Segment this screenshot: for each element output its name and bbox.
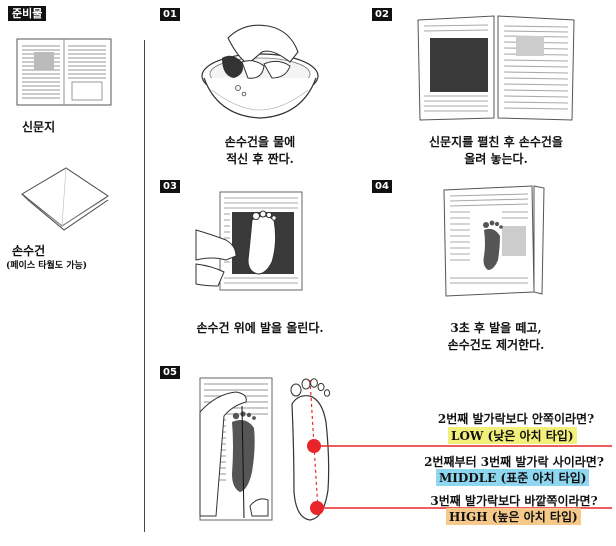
step-number-04: 04: [372, 180, 392, 193]
arch-low-question: 2번째 발가락보다 안쪽이라면?: [437, 412, 595, 426]
column-divider: [144, 40, 145, 532]
wringing-towel-illustration: [201, 24, 319, 119]
footprint-on-newspaper-illustration: [443, 185, 545, 297]
arch-low-answer: LOW (낮은 아치 타입): [448, 427, 577, 444]
newspaper-label: 신문지: [22, 120, 56, 134]
step-number-02: 02: [372, 8, 392, 21]
foot-on-towel-illustration: [195, 191, 303, 291]
arch-middle-question: 2번째부터 3번째 발가락 사이라면?: [424, 455, 604, 469]
materials-heading: 준비물: [8, 6, 47, 21]
handkerchief-note: (페이스 타월도 가능): [6, 261, 88, 271]
newspaper-icon: [16, 38, 112, 106]
step-number-05: 05: [160, 366, 180, 379]
arch-middle-answer: MIDDLE (표준 아치 타입): [436, 469, 590, 486]
step-03-caption: 손수건 위에 발을 올린다.: [196, 321, 324, 335]
step-04-caption: 3초 후 발을 떼고,손수건도 제거한다.: [447, 321, 545, 352]
handkerchief-icon: [21, 167, 109, 231]
step-number-03: 03: [160, 180, 180, 193]
arch-high-question: 3번째 발가락보다 바깥쪽이라면?: [430, 494, 598, 508]
arch-high-answer: HIGH (높은 아치 타입): [446, 508, 581, 525]
newspaper-with-towel-illustration: [417, 15, 575, 121]
footprint-measuring-illustration: [199, 377, 273, 521]
handkerchief-label: 손수건: [12, 244, 46, 258]
step-number-01: 01: [160, 8, 180, 21]
